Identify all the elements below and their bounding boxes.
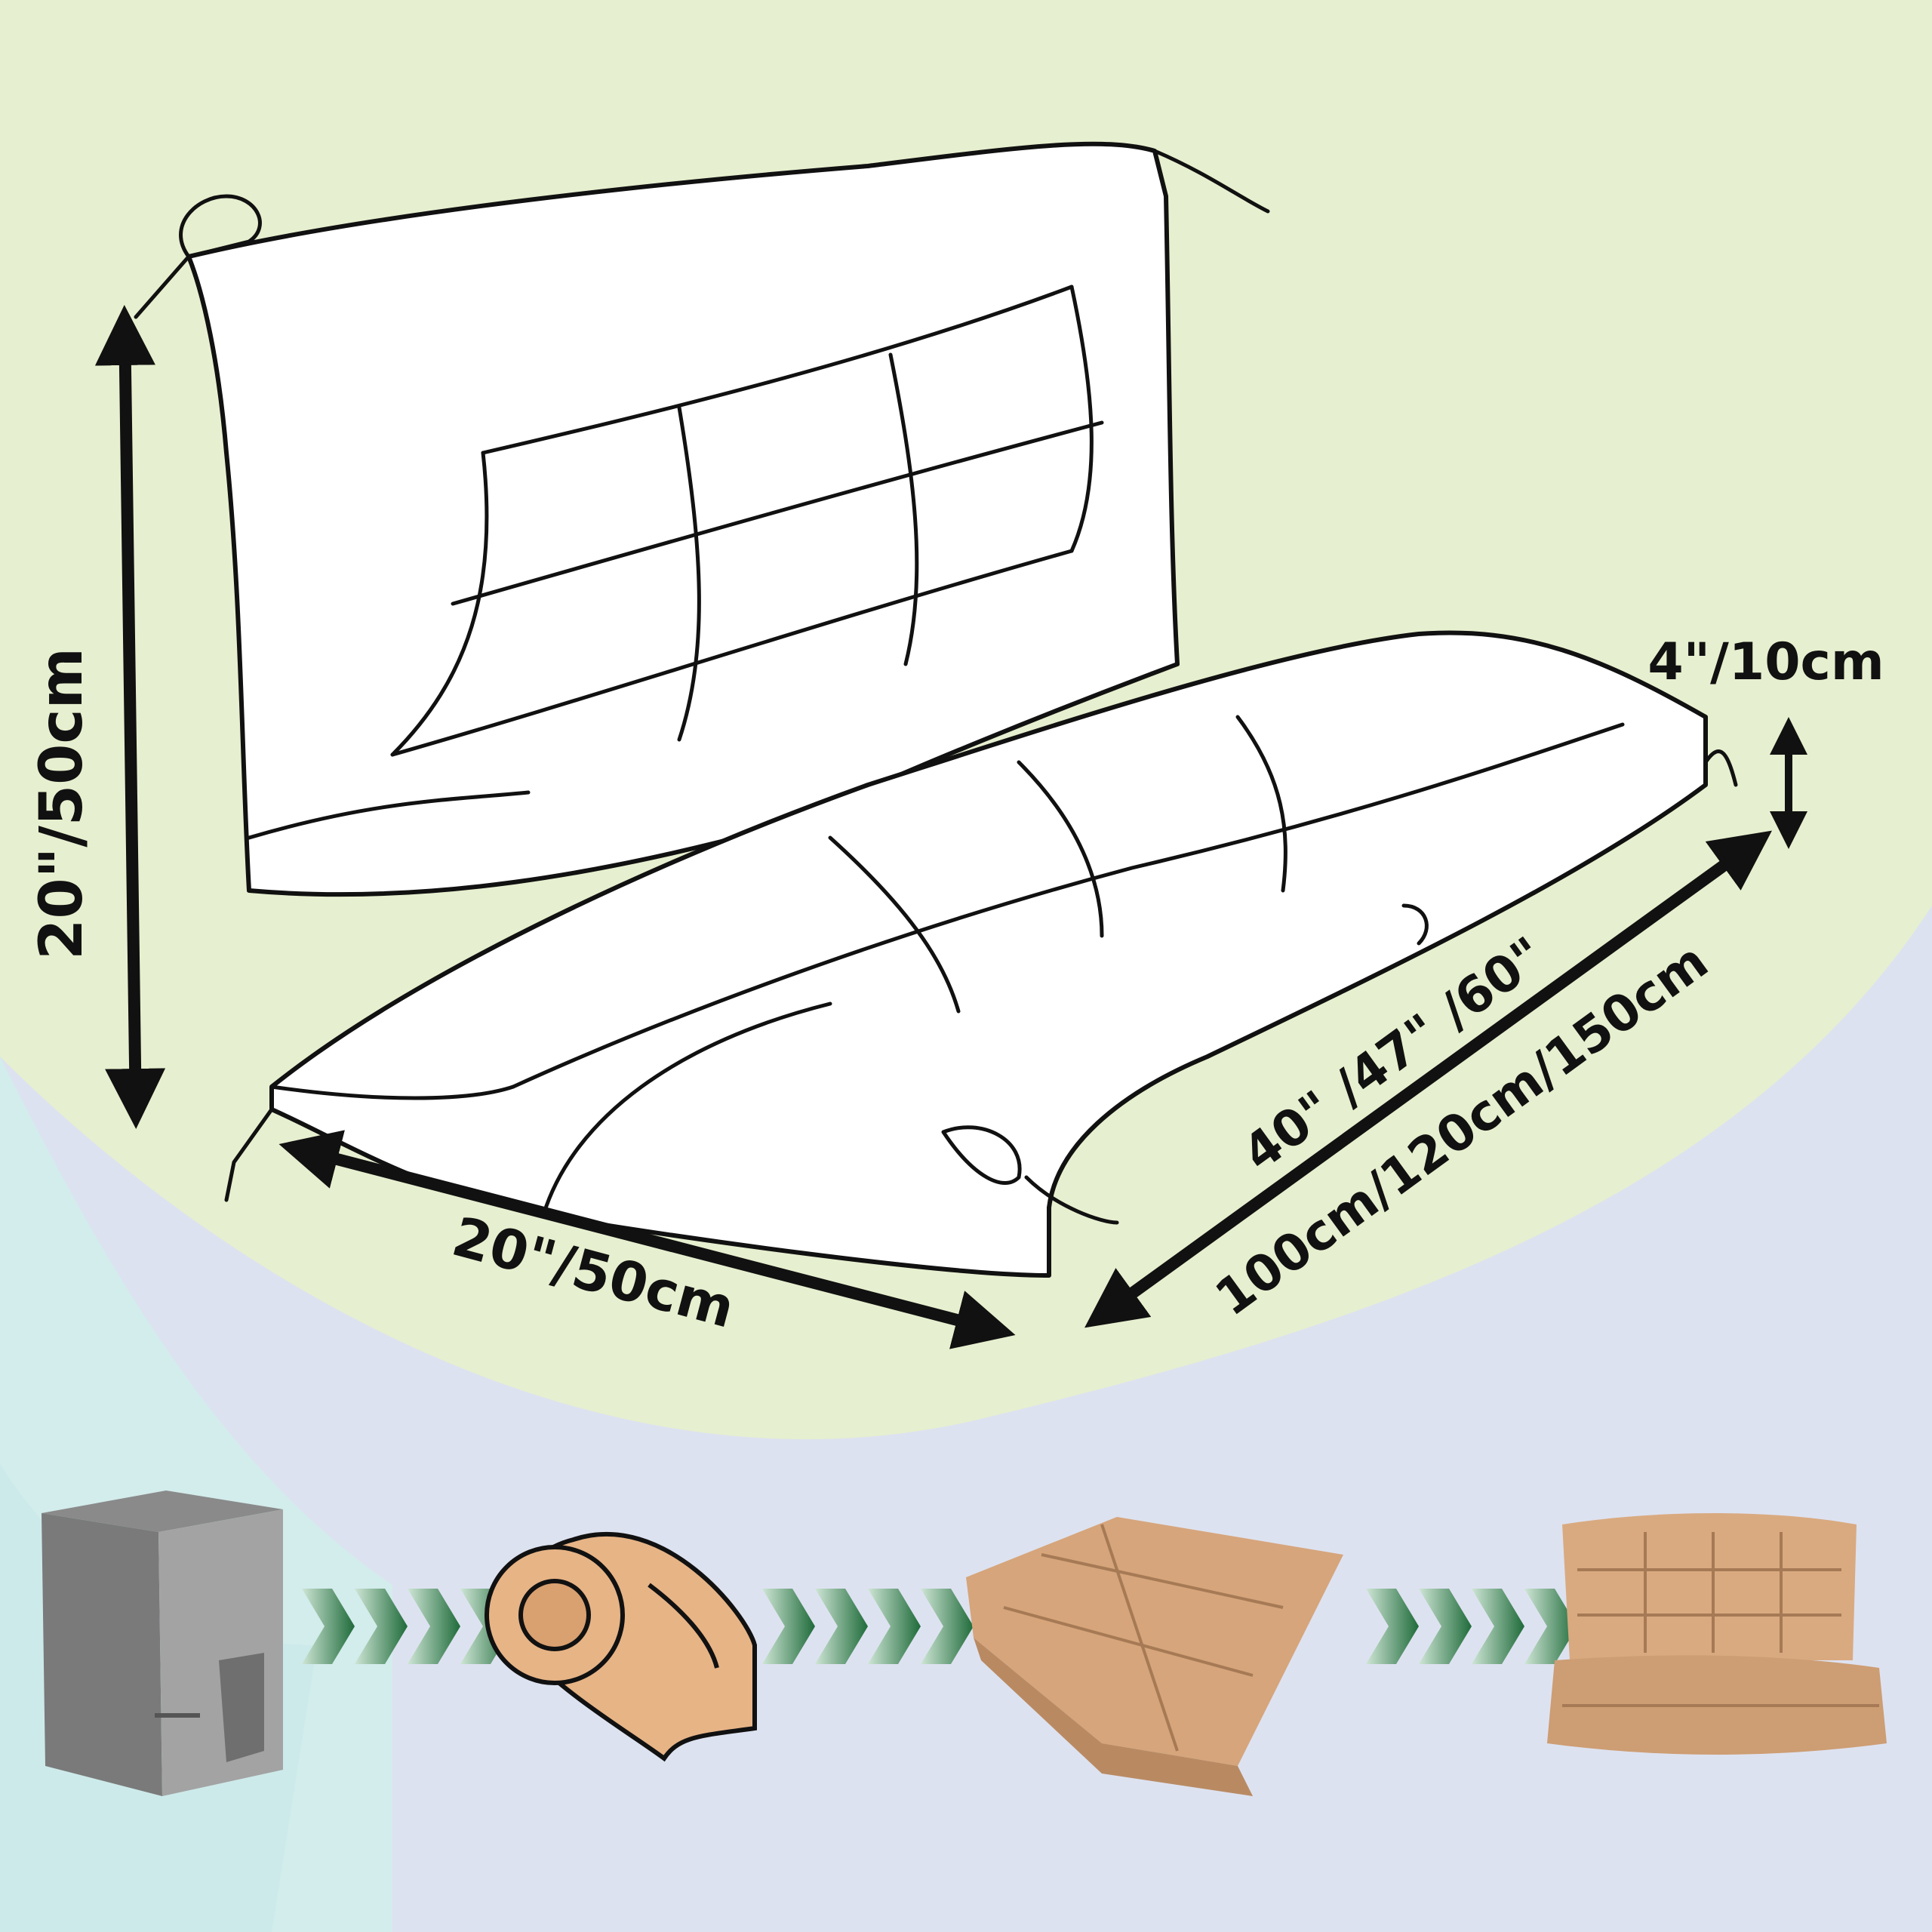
back-cushion (186, 141, 1180, 897)
box-icon (42, 1491, 283, 1796)
unfolded-bench-cushion-icon (1547, 1513, 1887, 1755)
flat-cushion-icon (966, 1517, 1343, 1796)
back-height-arrow (94, 305, 166, 1129)
dimension-arrows (94, 305, 1807, 1349)
back-height-label: 20"/50cm (28, 648, 96, 960)
rolled-cushion-icon (485, 1532, 757, 1762)
seat-depth-arrow (278, 1130, 1016, 1349)
length-arrow (1084, 830, 1772, 1328)
thickness-label: 4"/10cm (1647, 632, 1884, 692)
packaging-steps (42, 1491, 1887, 1796)
step-arrow-2 (762, 1589, 974, 1664)
step-arrow-3 (1366, 1589, 1577, 1664)
